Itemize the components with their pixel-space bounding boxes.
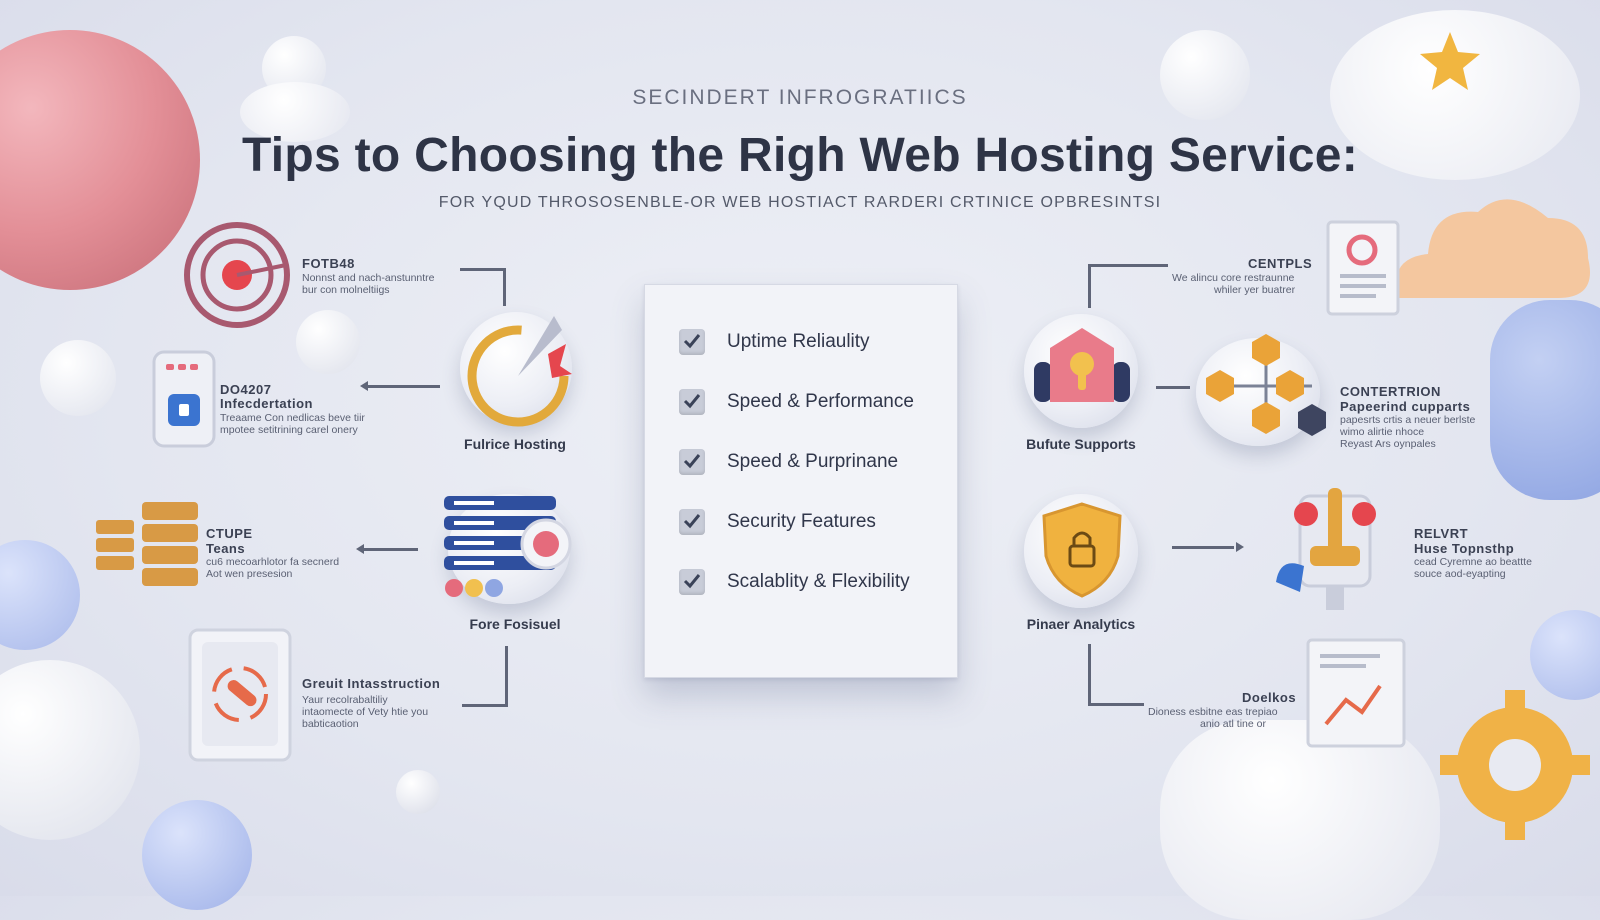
checkbox-checked[interactable]	[679, 329, 705, 355]
block-text: Nonnst and nach-anstunntre	[302, 272, 435, 284]
rocket-icon	[462, 300, 582, 433]
server-stack-icon	[96, 500, 200, 593]
block-text: souce aod-eyapting	[1414, 568, 1506, 580]
block-title: DO4207	[220, 382, 272, 397]
arrow-left-icon	[360, 381, 368, 391]
connector-line	[460, 268, 506, 271]
white-cloud-decoration	[1330, 10, 1580, 180]
block-title: Greuit Intasstruction	[302, 676, 441, 691]
connector-line	[505, 646, 508, 707]
block-subtitle: Huse Topnsthp	[1414, 541, 1515, 556]
gear-icon	[1430, 680, 1600, 855]
connector-line	[1088, 644, 1091, 706]
block-subtitle: Infecdertation	[220, 396, 313, 411]
block-text: Aot wen presesion	[206, 568, 293, 580]
lightbulb-decoration	[396, 770, 440, 814]
block-text: babticaotion	[302, 718, 359, 730]
page-subtitle: FOR YQUD THROSOSENBLE-OR WEB HOSTIACT RA…	[438, 194, 1162, 211]
white-sphere-decoration	[40, 340, 116, 416]
white-sphere-decoration	[296, 310, 360, 374]
block-subtitle: Papeerind cupparts	[1340, 399, 1471, 414]
block-text: Reyast Ars oynpales	[1340, 438, 1436, 450]
checklist-label: Scalablity & Flexibility	[727, 571, 910, 592]
control-panel-icon	[1270, 486, 1400, 621]
connector-line	[1088, 264, 1091, 308]
white-sphere-decoration	[1160, 30, 1250, 120]
block-text: We alincu core restraunne	[1172, 272, 1295, 284]
connector-arrow	[368, 385, 440, 388]
checklist-label: Speed & Purprinane	[727, 451, 899, 472]
header-kicker: SECINDERT INFROGRATIICS	[632, 86, 968, 109]
checklist-card: Uptime Reliaulity Speed & Performance Sp…	[644, 284, 958, 678]
block-text: cu6 mecoarhlotor fa secnerd	[206, 556, 340, 568]
block-title: CENTPLS	[1248, 256, 1313, 271]
connector-arrow	[364, 548, 418, 551]
checkbox-checked[interactable]	[679, 389, 705, 415]
checklist-item[interactable]: Security Features	[679, 507, 876, 537]
white-cloud-decoration	[240, 82, 350, 142]
cloud-orange-decoration	[1388, 188, 1598, 313]
white-sphere-decoration	[0, 660, 140, 840]
block-text: papesrts crtis a neuer berlste	[1340, 414, 1476, 426]
icon-label: Pinaer Analytics	[1026, 616, 1136, 632]
report-document-icon	[1306, 638, 1406, 753]
server-rack-icon	[444, 496, 578, 613]
infrastructure-card-icon	[188, 628, 292, 767]
pink-sphere-decoration	[0, 30, 200, 290]
block-text: bur con molneltiigs	[302, 284, 390, 296]
checkbox-checked[interactable]	[679, 569, 705, 595]
block-text: intaomecte of Vety htie you	[302, 706, 429, 718]
checklist-item[interactable]: Speed & Performance	[679, 387, 914, 417]
checkbox-checked[interactable]	[679, 449, 705, 475]
icon-label: Fulrice Hosting	[464, 436, 566, 452]
checklist-label: Speed & Performance	[727, 391, 914, 412]
checklist-item[interactable]: Scalablity & Flexibility	[679, 567, 910, 597]
connector-line	[1156, 386, 1190, 389]
connector-line	[503, 268, 506, 306]
checklist-label: Security Features	[727, 511, 876, 532]
arrow-left-icon	[356, 544, 364, 554]
checklist-item[interactable]: Speed & Purprinane	[679, 447, 898, 477]
block-title: CTUPE	[206, 526, 253, 541]
arrow-right-icon	[1236, 542, 1244, 552]
block-text: Dioness esbitne eas trepiao	[1148, 706, 1278, 718]
block-text: whiler yer buatrer	[1214, 284, 1296, 296]
phone-icon	[152, 350, 216, 453]
checklist-label: Uptime Reliaulity	[727, 331, 870, 352]
block-title: RELVRT	[1414, 526, 1469, 541]
connector-line	[1088, 703, 1144, 706]
block-title: FOTB48	[302, 256, 355, 271]
page-title: Tips to Choosing the Righ Web Hosting Se…	[241, 129, 1359, 182]
block-title: CONTERTRION	[1340, 384, 1441, 399]
white-sphere-decoration	[1160, 720, 1440, 920]
block-subtitle: Teans	[206, 541, 246, 556]
blue-sphere-decoration	[1530, 610, 1600, 700]
block-title: Doelkos	[1242, 690, 1297, 705]
headset-lock-icon	[1028, 318, 1136, 431]
network-nodes-icon	[1200, 332, 1330, 449]
target-icon	[182, 220, 292, 335]
blue-sphere-decoration	[0, 540, 80, 650]
connector-line	[462, 704, 508, 707]
block-text: wimo alirtie nhoce	[1340, 426, 1425, 438]
block-text: Treaame Con nedlicas beve tiir	[220, 412, 365, 424]
connector-line	[1088, 264, 1168, 267]
star-icon	[1418, 30, 1482, 99]
icon-label: Bufute Supports	[1026, 436, 1136, 452]
document-icon	[1326, 220, 1400, 321]
blue-sphere-decoration	[142, 800, 252, 910]
checklist-item[interactable]: Uptime Reliaulity	[679, 327, 870, 357]
checkbox-checked[interactable]	[679, 509, 705, 535]
block-text: cead Cyremne ao beattte	[1414, 556, 1532, 568]
block-text: mpotee setitrining carel onery	[220, 424, 358, 436]
block-text: Yaur recolrabaltiliy	[302, 694, 388, 706]
connector-arrow	[1172, 546, 1234, 549]
blue-sphere-decoration	[1490, 300, 1600, 500]
block-text: anio atl tine or	[1200, 718, 1266, 730]
shield-lock-icon	[1040, 500, 1124, 605]
icon-label: Fore Fosisuel	[469, 616, 561, 632]
